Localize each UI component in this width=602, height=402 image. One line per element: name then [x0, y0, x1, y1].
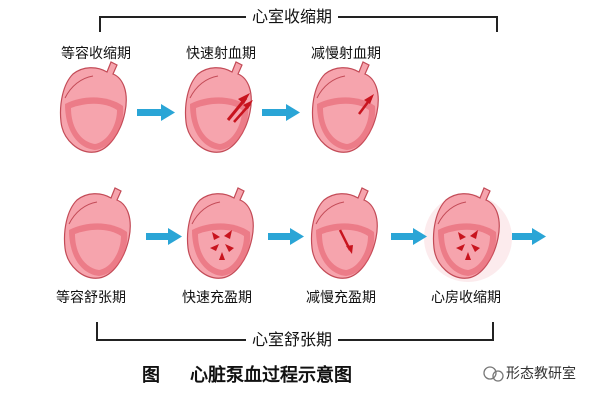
heart-reduced-ejection	[311, 61, 379, 153]
heart-reduced-filling	[310, 187, 378, 279]
wechat-icon	[483, 366, 504, 382]
heart-atrial-contraction	[424, 187, 512, 282]
diastole-title: 心室舒张期	[246, 331, 339, 349]
stage-label-reduced-ejection: 减慢射血期	[311, 46, 381, 62]
stage-label-isovolumetric-contraction: 等容收缩期	[61, 46, 131, 62]
watermark-text: 形态教研室	[506, 366, 576, 382]
flow-arrow-icon	[512, 228, 546, 245]
inflow-arrows-icon	[338, 229, 353, 254]
figure-title: 心脏泵血过程示意图	[190, 365, 352, 386]
flow-arrow-icon	[146, 228, 182, 245]
blood-arrow-icon	[226, 93, 253, 123]
stage-label-atrial-contraction: 心房收缩期	[431, 290, 501, 306]
stage-label-rapid-ejection: 快速射血期	[186, 46, 256, 62]
flow-arrow-icon	[262, 104, 300, 121]
flow-arrow-icon	[268, 228, 304, 245]
blood-arrow-icon	[358, 94, 374, 115]
figure-label: 图	[142, 365, 160, 386]
flow-arrow-icon	[137, 104, 175, 121]
heart-rapid-ejection	[184, 61, 253, 153]
flow-arrow-icon	[391, 228, 427, 245]
systole-title: 心室收缩期	[246, 8, 339, 26]
inflow-arrows-icon	[456, 230, 480, 260]
stage-label-rapid-filling: 快速充盈期	[182, 290, 252, 306]
heart-rapid-filling	[186, 187, 254, 279]
stage-label-reduced-filling: 减慢充盈期	[306, 290, 376, 306]
stage-label-isovolumetric-relaxation: 等容舒张期	[56, 290, 126, 306]
inflow-arrows-icon	[210, 230, 234, 260]
heart-isovolumetric-relaxation	[63, 187, 131, 279]
heart-isovolumetric-contraction	[59, 61, 127, 153]
